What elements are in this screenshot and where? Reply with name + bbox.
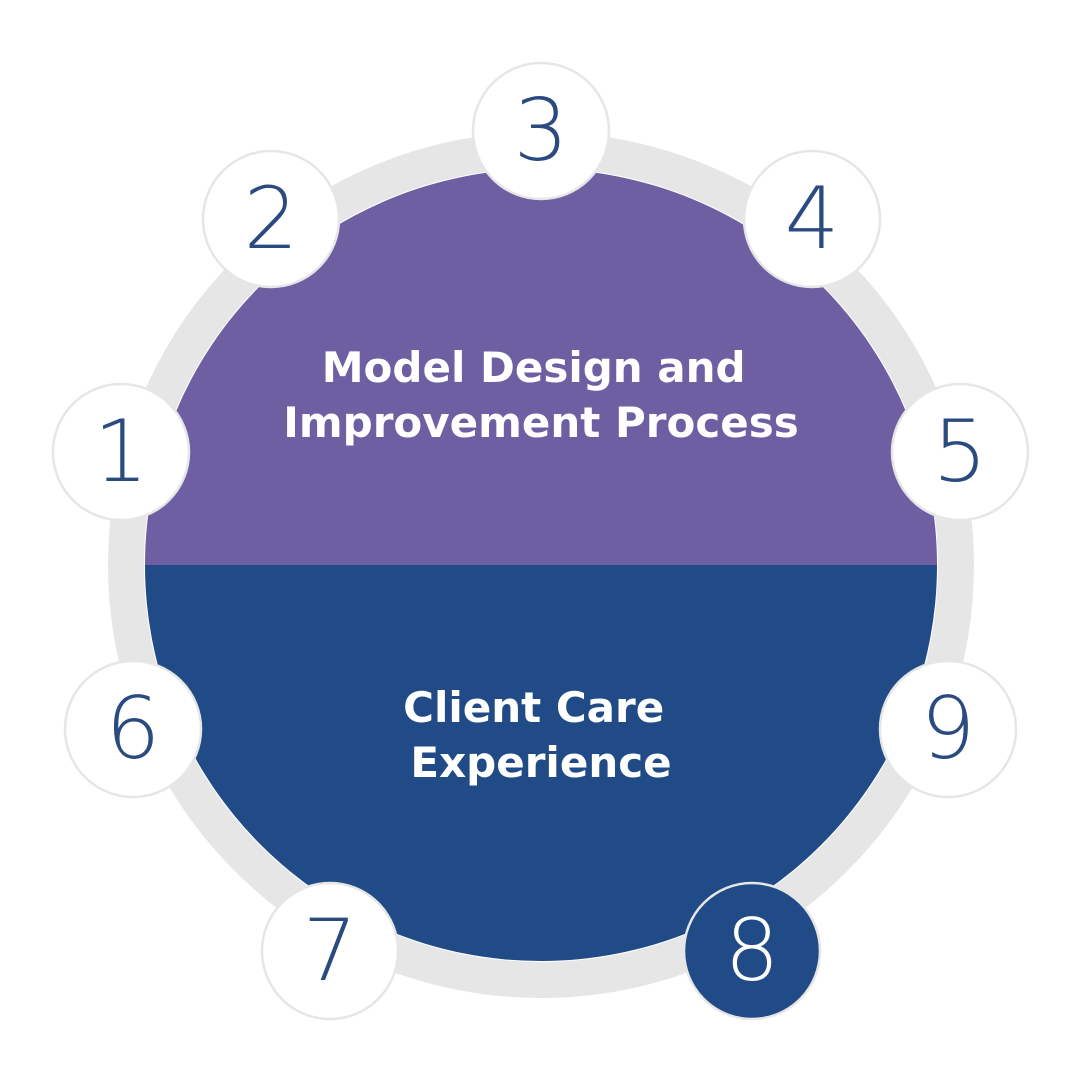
step-nodes: 1 2 3 4 5 6 7 8 [51,61,1030,1021]
step-node-4-circle [742,149,882,289]
step-node-9-number: 9 [921,679,976,779]
step-node-5-number: 5 [933,402,988,502]
step-node-1-number: 1 [94,402,149,502]
bottom-section-label: Client Care Experience [403,683,679,787]
bottom-section-label-line-2: Experience [410,738,671,787]
step-node-9[interactable]: 9 [878,659,1018,799]
step-node-5-circle [890,382,1030,522]
step-node-6[interactable]: 6 [63,659,203,799]
step-node-3[interactable]: 3 [471,61,611,201]
top-section-label-line-1: Model Design and [322,343,746,392]
step-node-7-number: 7 [303,901,358,1001]
top-section-label-line-2: Improvement Process [283,398,798,447]
step-node-1-circle [51,382,191,522]
step-node-4[interactable]: 4 [742,149,882,289]
step-node-2-number: 2 [244,169,299,269]
step-node-7[interactable]: 7 [260,881,400,1021]
step-node-8-number: 8 [725,901,780,1001]
step-node-1[interactable]: 1 [51,382,191,522]
step-node-8[interactable]: 8 [682,881,822,1021]
step-node-6-number: 6 [106,679,161,779]
step-node-7-circle [260,881,400,1021]
step-node-5[interactable]: 5 [890,382,1030,522]
step-node-3-number: 3 [514,81,569,181]
step-node-4-number: 4 [785,169,840,269]
step-node-2-circle [201,149,341,289]
step-node-3-circle [471,61,611,201]
bottom-section-label-line-1: Client Care [403,683,664,732]
top-half-section [145,169,937,565]
step-node-9-circle [878,659,1018,799]
step-node-2[interactable]: 2 [201,149,341,289]
bottom-half-section [145,565,937,961]
step-node-8-circle [682,881,822,1021]
step-node-6-circle [63,659,203,799]
top-section-label: Model Design and Improvement Process [283,343,798,447]
